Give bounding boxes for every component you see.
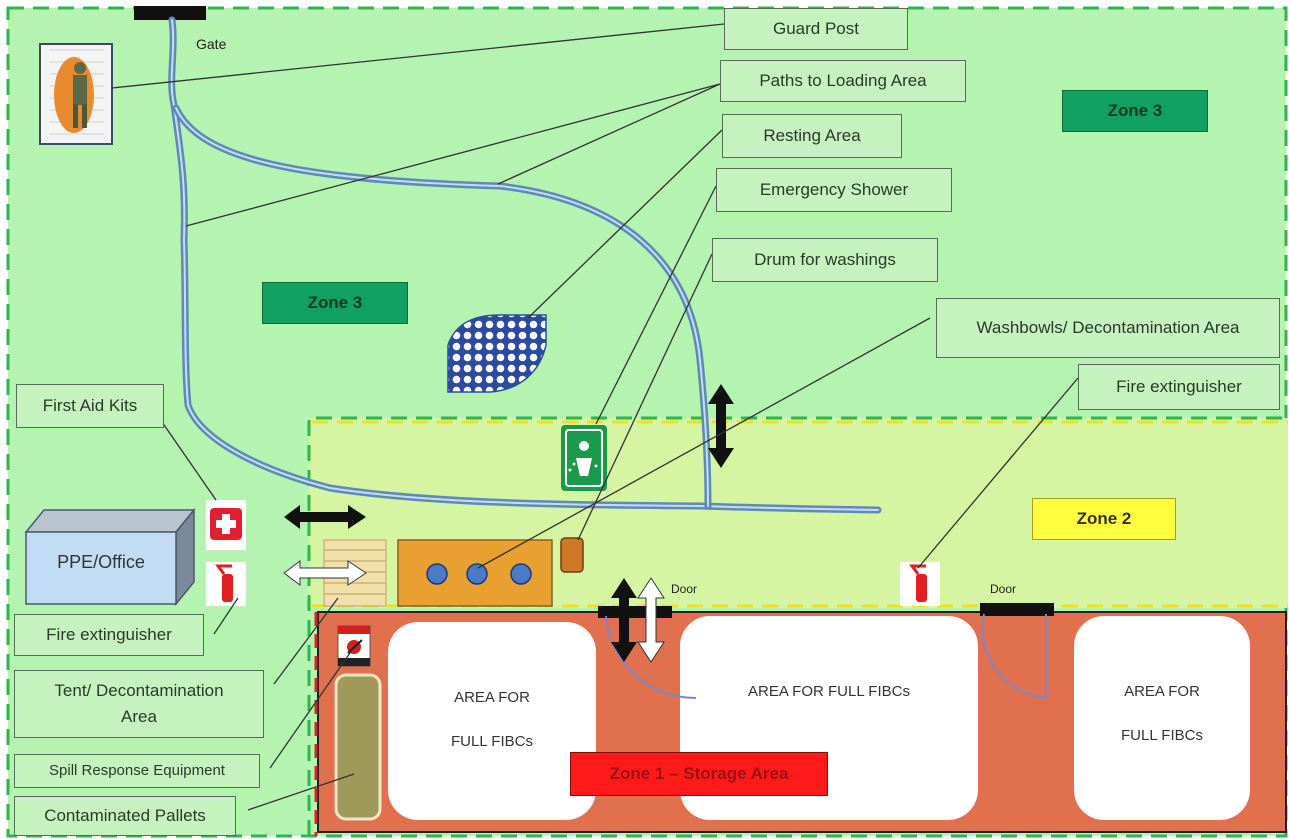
door-right-label: Door [990,582,1017,596]
gate-label: Gate [196,36,227,52]
washbowl-3 [510,563,532,585]
zone1-label: Zone 1 – Storage Area [570,752,828,796]
resting-area-patch [447,314,547,393]
zone3-label-right: Zone 3 [1062,90,1208,132]
contaminated-pallets-bar [334,673,382,821]
callout-spill: Spill Response Equipment [14,754,260,788]
area1-text-line1: AREA FOR [454,689,530,706]
first-aid-kit-icon [206,500,246,550]
washbowl-1 [426,563,448,585]
storage-area-1 [388,622,596,820]
callout-tent-line2: Area [121,707,157,726]
area3-text: AREA FOR FULL FIBCs [1074,670,1250,758]
arrow-vertical-door-black [611,578,637,662]
spill-response-icon [337,625,371,667]
area1-text: AREA FOR FULL FIBCs [388,676,596,764]
callout-tent: Tent/ Decontamination Area [14,670,264,738]
fire-extinguisher-icon-left [206,562,246,606]
leader-lines [111,23,1079,811]
callout-guard-post: Guard Post [724,8,908,50]
arrow-vertical-top [708,384,734,468]
path-network [168,16,882,514]
callout-tent-line1: Tent/ Decontamination [54,680,224,700]
drum-icon [560,537,584,573]
guard-post-icon [39,43,113,145]
zone2-label: Zone 2 [1032,498,1176,540]
callout-resting-area: Resting Area [722,114,902,158]
ppe-office-building [24,507,196,607]
zone3-label-left: Zone 3 [262,282,408,324]
area3-text-line1: AREA FOR [1124,683,1200,700]
door-right [980,603,1054,699]
door-left-label: Door [671,582,698,596]
callout-drum-washings: Drum for washings [712,238,938,282]
ppe-office-label: PPE/Office [57,552,145,572]
callout-fire-extinguisher-left: Fire extinguisher [14,614,204,656]
callout-paths-loading: Paths to Loading Area [720,60,966,102]
area1-text-line2: FULL FIBCs [451,733,533,750]
arrow-horizontal-black [284,505,366,529]
area3-text-line2: FULL FIBCs [1121,727,1203,744]
callout-emergency-shower: Emergency Shower [716,168,952,212]
washbowl-2 [466,563,488,585]
emergency-shower-icon [561,425,607,491]
storage-area-3 [1074,616,1250,820]
callout-pallets: Contaminated Pallets [14,796,236,836]
fire-extinguisher-icon-right [900,562,940,606]
gate-bar [134,6,206,20]
callout-fire-extinguisher-right: Fire extinguisher [1078,364,1280,410]
area2-text: AREA FOR FULL FIBCs [748,683,910,700]
callout-first-aid: First Aid Kits [16,384,164,428]
arrow-horizontal-white [283,560,367,586]
arrow-vertical-door-white [637,577,665,663]
callout-washbowls: Washbowls/ Decontamination Area [936,298,1280,358]
